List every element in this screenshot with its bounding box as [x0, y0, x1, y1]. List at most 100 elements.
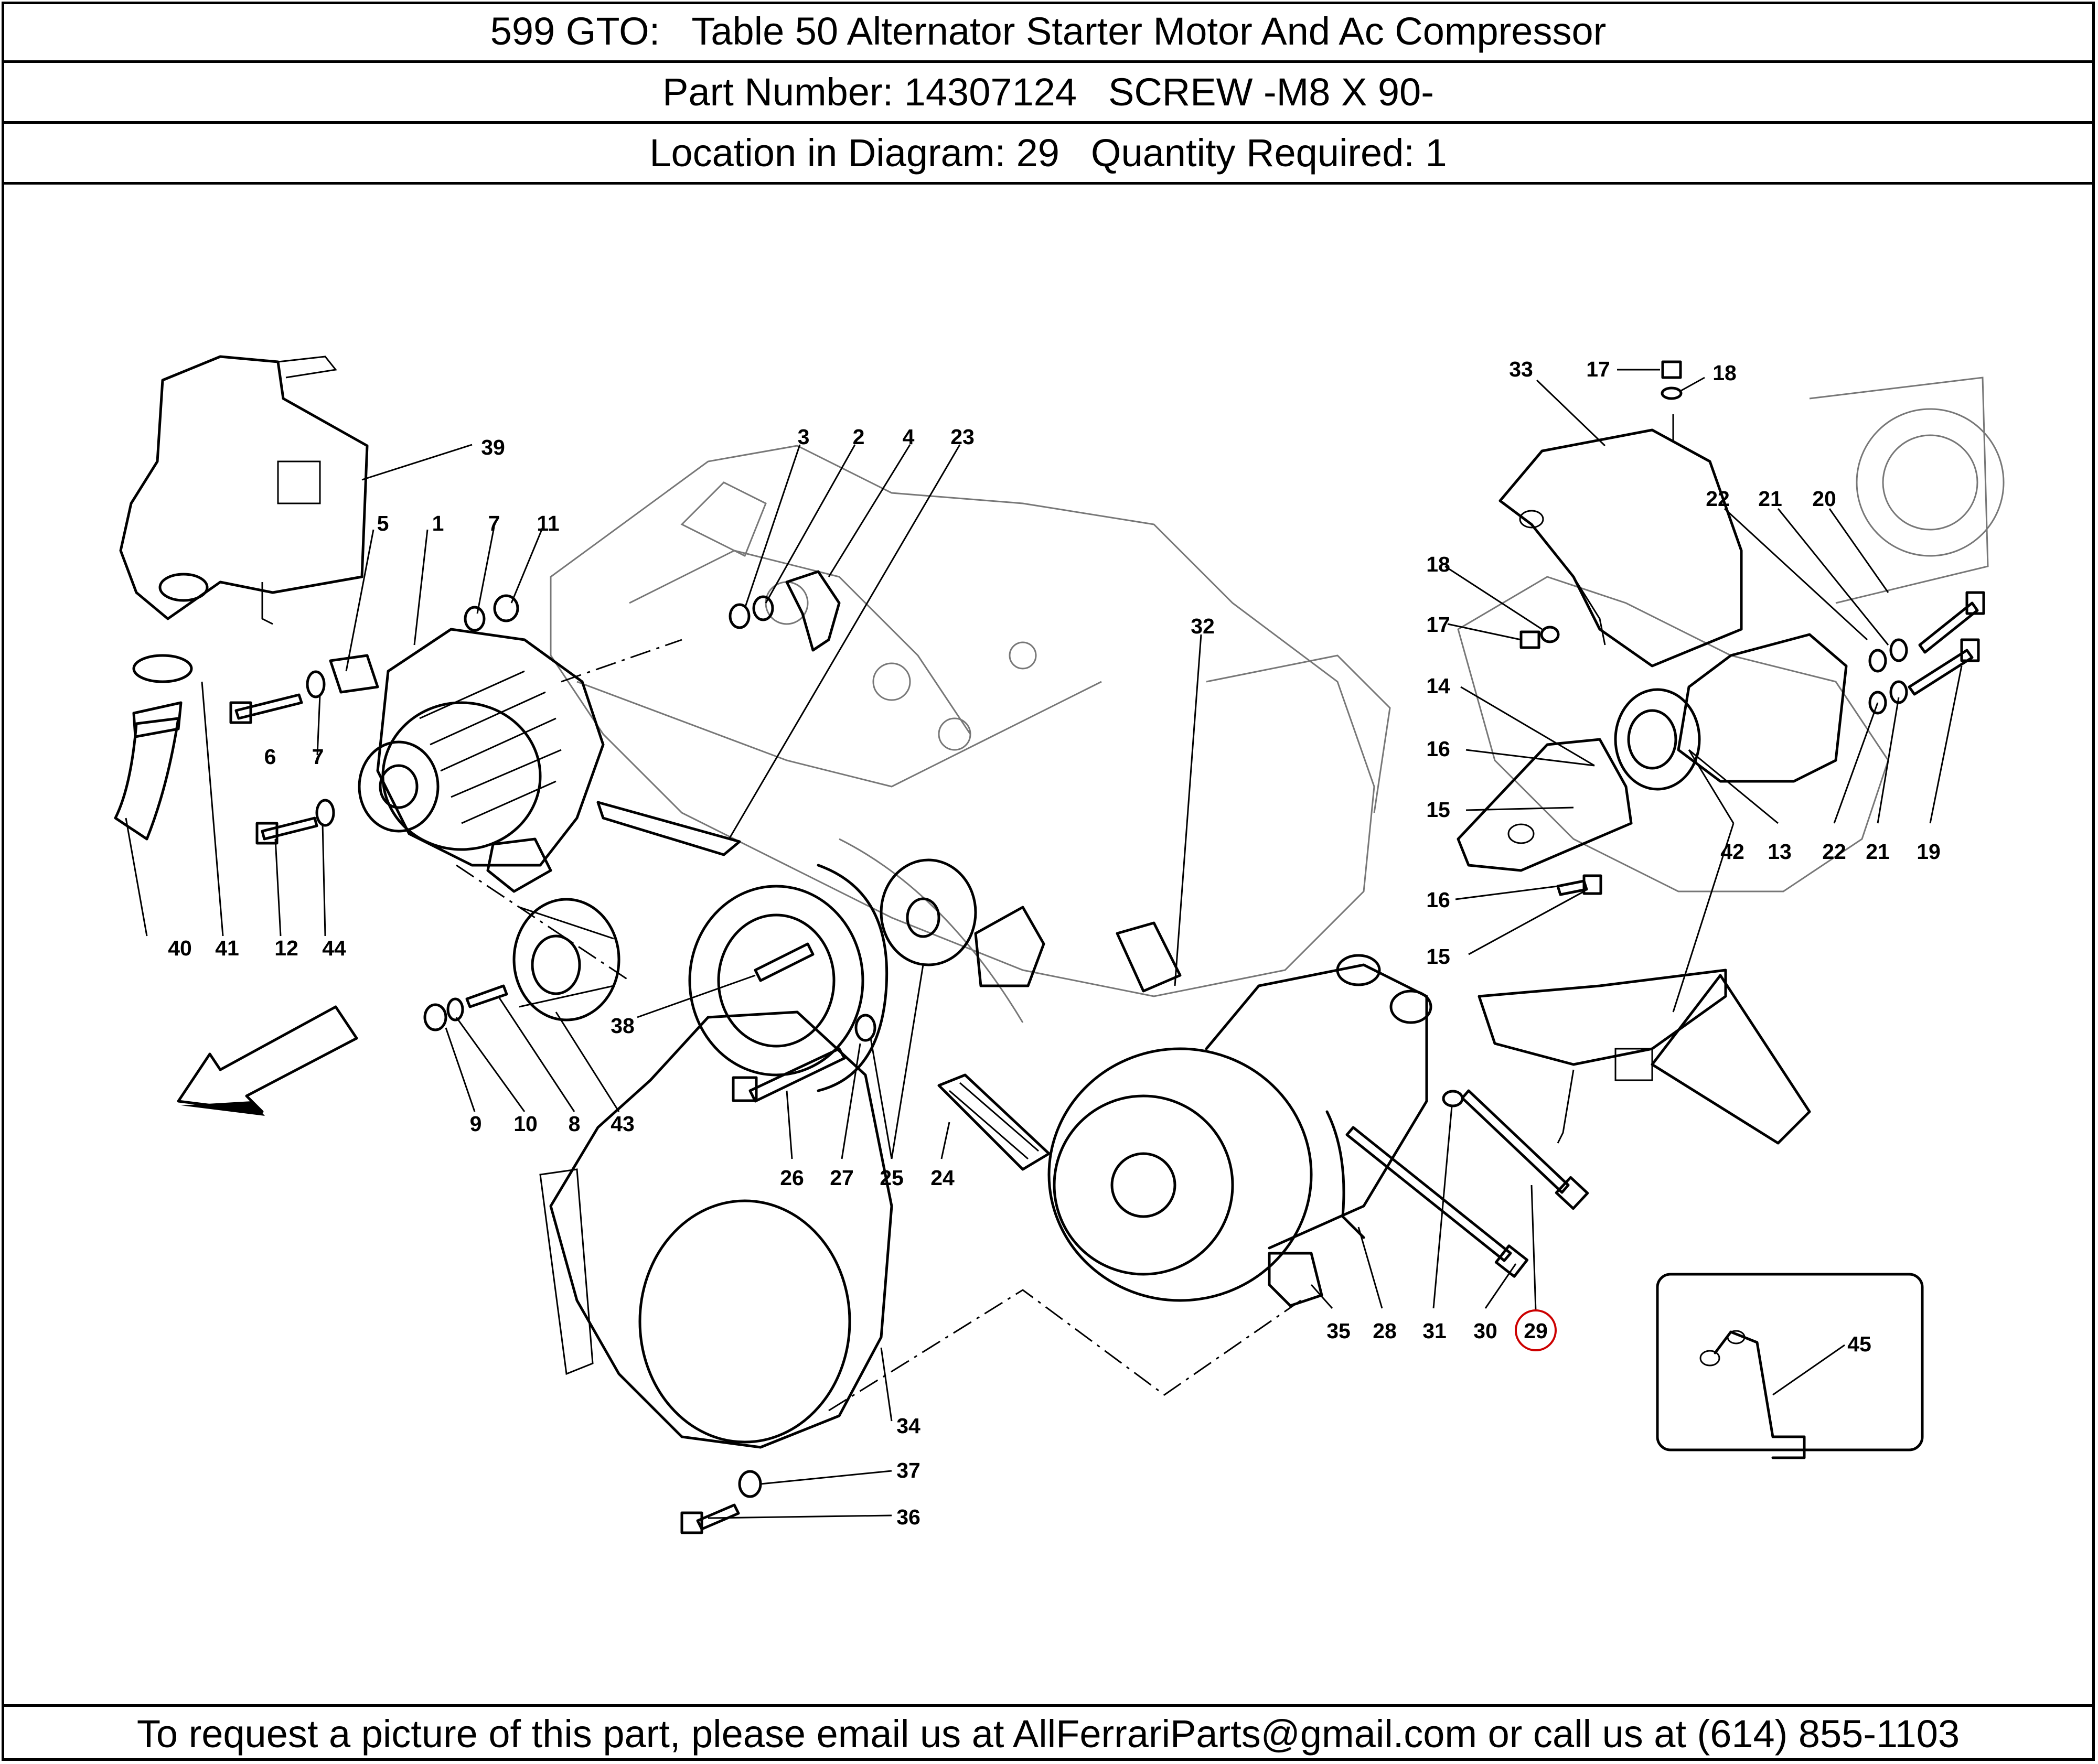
- contact-text: To request a picture of this part, pleas…: [136, 1712, 1960, 1756]
- callout-leaders: [125, 369, 1963, 1519]
- callout-38: 38: [611, 1014, 635, 1038]
- ac-compressor: [1047, 954, 1432, 1302]
- callout-15: 15: [1426, 798, 1450, 822]
- bracket-35-28: [1268, 1110, 1365, 1307]
- belt-strip-23: [596, 801, 741, 856]
- screw-30: [1345, 1126, 1529, 1278]
- callout-21b: 21: [1866, 840, 1890, 864]
- callout-5: 5: [377, 511, 389, 535]
- callout-8: 8: [569, 1112, 581, 1136]
- washer-31: [1442, 1090, 1464, 1107]
- heat-shield-33: [1498, 428, 1743, 668]
- callout-1: 1: [432, 511, 444, 535]
- dash-leaders: [456, 639, 1301, 1412]
- diagram-location: Location in Diagram: 29: [649, 131, 1059, 175]
- starter-area-engine-drawing: [1457, 377, 2005, 892]
- callout-4: 4: [903, 425, 915, 449]
- hose-40: [114, 701, 183, 841]
- stud-9-10-8: [423, 984, 508, 1031]
- callout-7: 7: [488, 511, 500, 535]
- callout-22: 22: [1706, 487, 1730, 511]
- stud-38: [754, 942, 815, 982]
- bolt-36-washer-37: [680, 1470, 762, 1534]
- callout-17b: 17: [1426, 612, 1450, 637]
- part-number: Part Number: 14307124: [662, 70, 1077, 114]
- alternator-1: [358, 628, 605, 893]
- callout-40: 40: [168, 936, 192, 960]
- bolt-16: [1556, 874, 1602, 896]
- heat-shield-42: [1478, 969, 1811, 1145]
- callout-29: 29: [1524, 1319, 1548, 1343]
- callout-2: 2: [853, 425, 865, 449]
- nut-17-18: [1661, 360, 1683, 440]
- callout-35: 35: [1326, 1319, 1351, 1343]
- callout-33: 33: [1509, 357, 1533, 381]
- callout-43: 43: [611, 1112, 635, 1136]
- callout-11: 11: [537, 511, 559, 535]
- idler-pulley-25: [880, 858, 1045, 987]
- callout-27: 27: [830, 1166, 854, 1190]
- title-row: 599 GTO: Table 50 Alternator Starter Moto…: [2, 2, 2095, 63]
- callout-7b: 7: [312, 745, 324, 769]
- callout-42: 42: [1720, 840, 1744, 864]
- direction-arrow-icon: [177, 1005, 358, 1116]
- nut-17-18-side: [1519, 626, 1560, 649]
- callout-12: 12: [274, 936, 298, 960]
- callout-17: 17: [1586, 357, 1610, 381]
- clamp-41: [132, 654, 193, 683]
- callout-9: 9: [470, 1112, 482, 1136]
- spacer-32: [1116, 921, 1182, 993]
- callout-31: 31: [1422, 1319, 1447, 1343]
- callout-23: 23: [950, 425, 975, 449]
- callout-20: 20: [1812, 487, 1836, 511]
- callout-28: 28: [1373, 1319, 1397, 1343]
- part-description: SCREW -M8 X 90-: [1108, 70, 1434, 114]
- nuts-7-11: [464, 594, 519, 632]
- bolts-19-20: [1868, 591, 1985, 715]
- callout-25: 25: [880, 1166, 904, 1190]
- callout-41: 41: [215, 936, 239, 960]
- callout-30: 30: [1473, 1319, 1497, 1343]
- starter-motor-13: [1614, 633, 1848, 791]
- inset-box-45: [1656, 1273, 1924, 1459]
- callout-18b: 18: [1426, 552, 1450, 576]
- bracket-5: [329, 654, 379, 694]
- callout-37: 37: [896, 1458, 920, 1482]
- callout-15b: 15: [1426, 944, 1450, 969]
- callout-24: 24: [930, 1166, 955, 1190]
- highlight-circle-29: [1515, 1309, 1557, 1351]
- callout-6: 6: [264, 745, 276, 769]
- callout-16b: 16: [1426, 888, 1450, 912]
- callout-16: 16: [1426, 737, 1450, 761]
- parts-3-2-4: [729, 570, 841, 652]
- quantity-required: Quantity Required: 1: [1090, 131, 1447, 175]
- callout-14: 14: [1426, 674, 1450, 698]
- callout-39: 39: [481, 435, 505, 459]
- crank-pulley: [688, 864, 889, 1092]
- callout-3: 3: [798, 425, 810, 449]
- callout-32: 32: [1191, 614, 1215, 638]
- callout-26: 26: [780, 1166, 804, 1190]
- contact-footer: To request a picture of this part, pleas…: [2, 1704, 2095, 1761]
- screw-29: [1461, 1089, 1589, 1210]
- bolt-26-washer-27: [732, 1014, 876, 1103]
- callout-36: 36: [896, 1505, 920, 1529]
- model-name: 599 GTO:: [490, 9, 660, 53]
- callout-labels: 39 5 1 7 11 3 2 4 23 6 7 40 41 12 44 38 …: [168, 357, 1941, 1529]
- heat-shield-39: [119, 355, 369, 625]
- belt-cover-34: [539, 1010, 893, 1449]
- callout-10: 10: [513, 1112, 538, 1136]
- location-row: Location in Diagram: 29 Quantity Required…: [2, 124, 2095, 185]
- pulley-43: [512, 898, 620, 1021]
- callout-18: 18: [1712, 361, 1737, 385]
- callout-13: 13: [1768, 840, 1792, 864]
- table-title: Table 50 Alternator Starter Motor And Ac…: [691, 9, 1607, 53]
- callout-22b: 22: [1822, 840, 1846, 864]
- belt-24: [937, 1073, 1051, 1171]
- callout-44: 44: [322, 936, 346, 960]
- alternator-bolts: [229, 670, 335, 845]
- callout-21: 21: [1758, 487, 1782, 511]
- callout-45: 45: [1847, 1332, 1871, 1356]
